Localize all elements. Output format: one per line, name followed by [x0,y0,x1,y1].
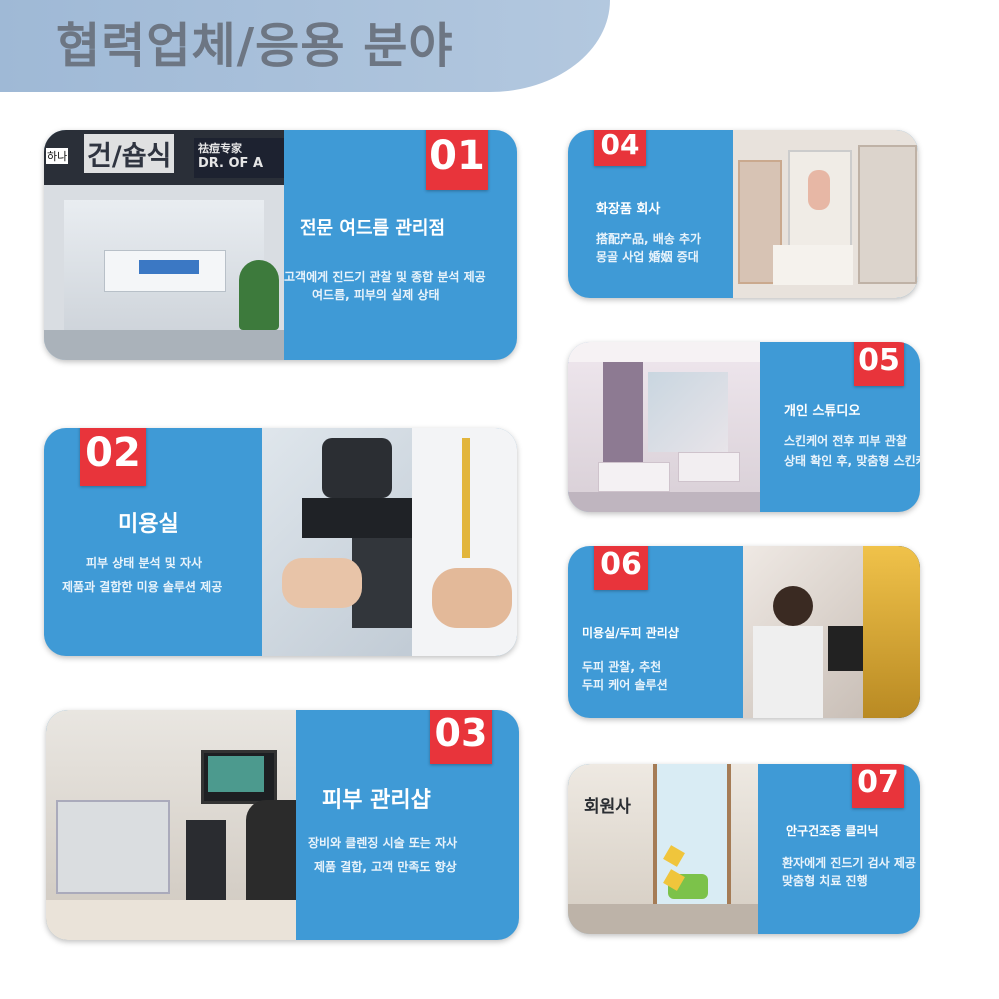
card-05-photo [568,342,760,512]
card-03-line-2: 제품 결합, 고객 만족도 향상 [314,860,457,874]
card-01-title: 전문 여드름 관리점 [300,218,446,239]
card-02-line-2: 제품과 결합한 미용 솔루션 제공 [62,580,223,594]
card-07-photo: 회원사 [568,764,758,934]
card-04-title: 화장품 회사 [596,202,661,217]
card-01-photo: 祛痘专家 DR. OF A 하나 건/숍식 [44,130,284,360]
card-06-photo [743,546,920,718]
card-02: 02 미용실 피부 상태 분석 및 자사 제품과 결합한 미용 솔루션 제공 [44,428,517,656]
card-06-line-2: 두피 케어 솔루션 [582,678,668,692]
card-05-line-2: 상태 확인 후, 맞춤형 스킨케어 솔루션 [784,454,920,468]
card-04-photo [733,130,918,298]
card-05-line-1: 스킨케어 전후 피부 관찰 [784,434,907,448]
card-06-line-1: 두피 관찰, 추천 [582,660,662,674]
badge-04: 04 [594,130,646,166]
card-07-line-2: 맞춤형 치료 진행 [782,874,868,888]
overlay-small-text: 하나 [46,148,69,164]
badge-06: 06 [594,546,648,590]
badge-05: 05 [854,342,904,386]
card-01: 祛痘专家 DR. OF A 하나 건/숍식 01 전문 여드름 관리점 고객에게… [44,130,517,360]
badge-03: 03 [430,710,492,764]
badge-01: 01 [426,130,488,190]
overlay-heading-members: 회원사 [584,797,631,817]
card-03: 03 피부 관리샵 장비와 클렌징 시술 또는 자사 제품 결합, 고객 만족도… [46,710,519,940]
card-06: 06 미용실/두피 관리샵 두피 관찰, 추천 두피 케어 솔루션 [568,546,920,718]
page-title: 협력업체/응용 분야 [56,18,454,74]
card-02-line-1: 피부 상태 분석 및 자사 [86,556,203,570]
overlay-heading: 건/숍식 [84,134,175,173]
card-03-title: 피부 관리샵 [322,788,431,813]
card-02-title: 미용실 [118,512,179,537]
card-02-photo [262,428,517,656]
badge-07: 07 [852,764,904,808]
card-04-line-2: 몽골 사업 婚姻 증대 [596,250,699,264]
card-04: 04 화장품 회사 搭配产品, 배송 추가 몽골 사업 婚姻 증대 [568,130,918,298]
card-01-line-2: 여드름, 피부의 실제 상태 [312,288,440,302]
card-05-title: 개인 스튜디오 [784,404,861,419]
header-banner: 협력업체/응용 분야 [0,0,610,92]
card-03-line-1: 장비와 클렌징 시술 또는 자사 [308,836,458,850]
card-07-line-1: 환자에게 진드기 검사 제공 [782,856,916,870]
card-06-title: 미용실/두피 관리샵 [582,626,679,640]
shop-sign: 祛痘专家 DR. OF A [194,138,284,178]
badge-02: 02 [80,428,146,486]
card-07-title: 안구건조증 클리닉 [786,824,879,838]
card-03-photo [46,710,296,940]
card-04-line-1: 搭配产品, 배송 추가 [596,232,702,246]
card-05: 05 개인 스튜디오 스킨케어 전후 피부 관찰 상태 확인 후, 맞춤형 스킨… [568,342,920,512]
card-07: 회원사 07 안구건조증 클리닉 환자에게 진드기 검사 제공 맞춤형 치료 진… [568,764,920,934]
card-01-line-1: 고객에게 진드기 관찰 및 종합 분석 제공 [284,270,486,284]
